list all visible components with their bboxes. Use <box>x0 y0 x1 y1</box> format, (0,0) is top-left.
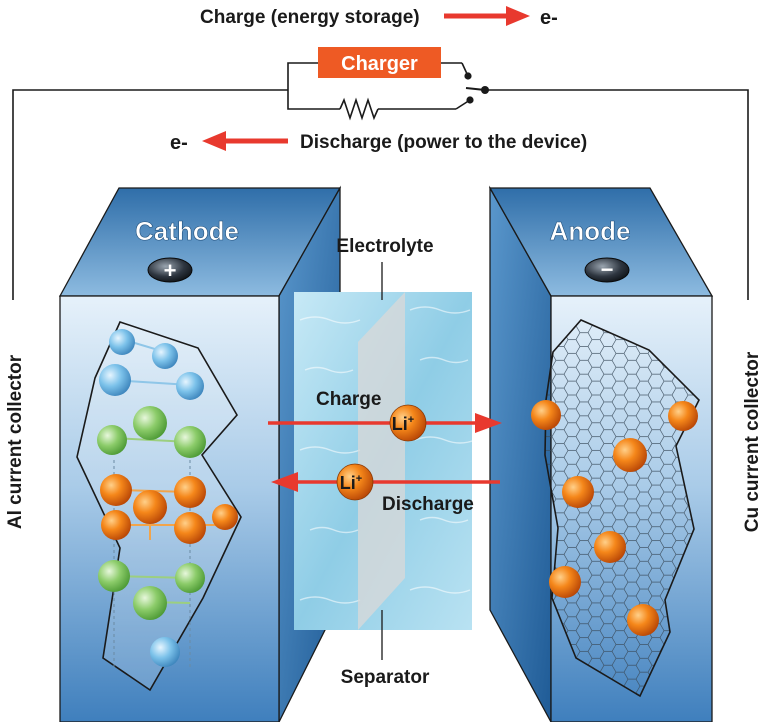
lithium-atom <box>627 604 659 636</box>
anode-lithium-ions <box>531 400 698 636</box>
oxygen-atom <box>133 406 167 440</box>
cobalt-atom <box>176 372 204 400</box>
anode-sign: − <box>601 257 614 282</box>
lithium-atom <box>594 531 626 563</box>
water-ripples <box>299 306 476 604</box>
oxygen-atom <box>97 425 127 455</box>
right-collector-label: Cu current collector <box>742 351 763 532</box>
lithium-atom <box>531 400 561 430</box>
li-ion-discharge <box>336 463 374 501</box>
discharge-electron-label: e- <box>170 132 188 154</box>
cathode-label: Cathode <box>135 216 239 246</box>
external-circuit <box>12 62 749 300</box>
charge-ion-flow: Charge Li+ <box>268 389 502 442</box>
charge-flow-arrowhead <box>475 413 502 433</box>
ion-discharge-label: Discharge <box>382 494 474 515</box>
anode-label: Anode <box>550 216 631 246</box>
charger-label: Charger <box>341 53 418 75</box>
cathode-atoms <box>97 329 238 667</box>
charge-electron-label: e- <box>540 7 558 29</box>
li-ion-discharge-symbol: Li+ <box>340 473 362 493</box>
cobalt-atom <box>152 343 178 369</box>
discharge-ion-flow: Li+ Discharge <box>271 463 500 515</box>
lithium-atom <box>212 504 238 530</box>
anode-electrode: Anode − <box>488 185 714 722</box>
charge-title: Charge (energy storage) <box>200 7 420 28</box>
lithium-atom <box>613 438 647 472</box>
electrolyte-region <box>294 292 476 630</box>
oxygen-atom <box>175 563 205 593</box>
lithium-atom <box>133 490 167 524</box>
separator-label: Separator <box>341 667 430 688</box>
lithium-atom <box>174 476 206 508</box>
switch-symbol <box>464 72 489 104</box>
charge-header: Charge (energy storage) e- <box>200 6 558 29</box>
lithium-atom <box>562 476 594 508</box>
cobalt-atom <box>150 637 180 667</box>
lithium-atom <box>101 510 131 540</box>
resistor-symbol <box>339 97 379 121</box>
discharge-title: Discharge (power to the device) <box>300 132 587 153</box>
electrolyte-label: Electrolyte <box>336 236 433 257</box>
lithium-atom <box>100 474 132 506</box>
discharge-flow-arrowhead <box>271 472 298 492</box>
left-collector-label: Al current collector <box>5 354 26 529</box>
lithium-atom <box>549 566 581 598</box>
charger-box: Charger <box>318 47 441 78</box>
cobalt-atom <box>109 329 135 355</box>
lithium-atom <box>668 401 698 431</box>
li-ion-charge-symbol: Li+ <box>392 414 414 434</box>
cathode-terminal: + <box>147 257 193 283</box>
cathode-sign: + <box>164 258 177 283</box>
oxygen-atom <box>98 560 130 592</box>
discharge-header: e- Discharge (power to the device) <box>170 131 587 154</box>
separator-membrane <box>358 292 405 630</box>
oxygen-atom <box>133 586 167 620</box>
oxygen-atom <box>174 426 206 458</box>
cobalt-atom <box>99 364 131 396</box>
charge-arrow <box>444 6 530 26</box>
discharge-arrow <box>202 131 288 151</box>
li-ion-charge <box>389 404 427 442</box>
ion-charge-label: Charge <box>316 389 381 410</box>
anode-graphite-window <box>544 319 700 698</box>
anode-terminal: − <box>584 257 630 283</box>
lithium-atom <box>174 512 206 544</box>
